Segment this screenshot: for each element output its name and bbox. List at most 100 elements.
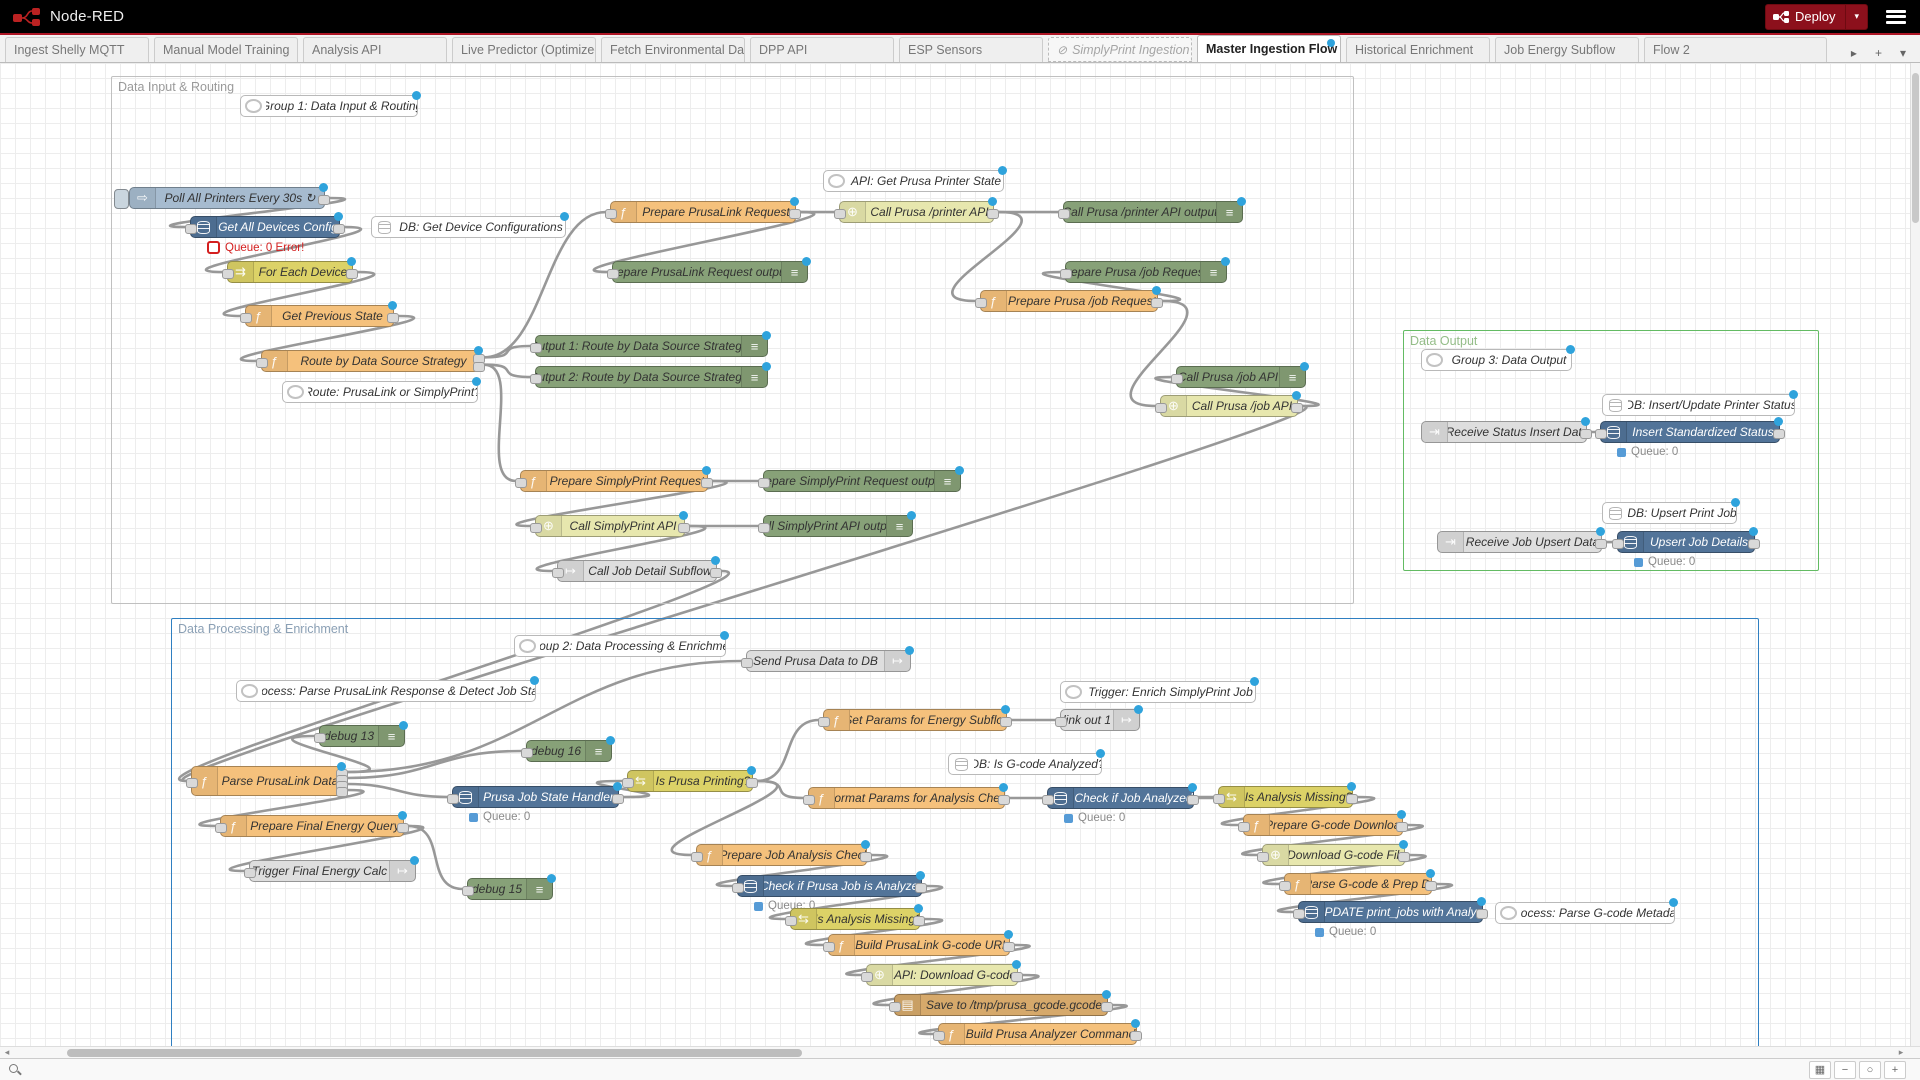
input-port[interactable]: [1595, 429, 1607, 439]
wire[interactable]: [918, 1003, 1128, 1036]
node-api-download-g-code[interactable]: ⊕API: Download G-code: [861, 960, 1023, 986]
node-group-1-data-input-routing[interactable]: Group 1: Data Input & Routing: [240, 91, 421, 117]
node-poll-all-printers-every-30s[interactable]: ⇨Poll All Printers Every 30s ↻: [114, 183, 330, 209]
group-data-input-routing[interactable]: Data Input & Routing: [111, 76, 1354, 604]
wire[interactable]: [482, 210, 608, 359]
wire[interactable]: [768, 884, 944, 921]
input-port[interactable]: [605, 209, 617, 219]
input-port[interactable]: [1257, 852, 1269, 862]
output-port[interactable]: [473, 361, 485, 372]
tab-manual-model-training[interactable]: Manual Model Training: [154, 37, 298, 62]
node-receive-status-insert-data[interactable]: ⇥Receive Status Insert Data: [1421, 417, 1592, 443]
input-port[interactable]: [1612, 539, 1624, 549]
wire[interactable]: [872, 973, 1040, 1007]
output-port[interactable]: [915, 883, 927, 893]
tab-fetch-environmental-data[interactable]: Fetch Environmental Data: [601, 37, 745, 62]
input-port[interactable]: [889, 1002, 901, 1012]
group-data-output[interactable]: Data Output: [1403, 330, 1819, 571]
wire[interactable]: [345, 749, 524, 780]
node-download-g-code-file[interactable]: ⊕Download G-code File: [1257, 840, 1410, 866]
input-port[interactable]: [1155, 403, 1167, 413]
wire[interactable]: [1241, 823, 1424, 857]
wire[interactable]: [515, 479, 728, 528]
input-port[interactable]: [758, 523, 770, 533]
wire[interactable]: [345, 659, 744, 774]
horizontal-scroll-thumb[interactable]: [67, 1049, 802, 1057]
tab-master-ingestion-flow[interactable]: Master Ingestion Flow: [1197, 35, 1341, 62]
input-port[interactable]: [530, 523, 542, 533]
node-api-get-prusa-printer-state[interactable]: API: Get Prusa Printer State: [823, 166, 1007, 192]
wire[interactable]: [1262, 853, 1427, 886]
node-prepare-simplyprint-request-output[interactable]: Prepare SimplyPrint Request output≡: [758, 466, 964, 492]
input-port[interactable]: [1042, 795, 1054, 805]
input-port[interactable]: [691, 852, 703, 862]
node-db-is-g-code-analyzed[interactable]: DB: Is G-code Analyzed?: [948, 749, 1105, 775]
tab-job-energy-subflow[interactable]: Job Energy Subflow: [1495, 37, 1639, 62]
wire[interactable]: [535, 524, 707, 573]
node-for-each-device[interactable]: ⇉For Each Device: [222, 257, 358, 283]
node-call-prusa-job-api[interactable]: ⊕Call Prusa /job API: [1155, 391, 1303, 417]
wire[interactable]: [1129, 299, 1189, 408]
tab-scroll-right-icon[interactable]: ▸: [1850, 46, 1857, 60]
output-port[interactable]: [710, 568, 722, 578]
output-port[interactable]: [1476, 909, 1488, 919]
zoom-in-button[interactable]: +: [1884, 1060, 1906, 1079]
tab-dpp-api[interactable]: DPP API: [750, 37, 894, 62]
node-output-2-route-by-data-source-strategy[interactable]: Output 2: Route by Data Source Strategy≡: [530, 362, 771, 388]
vertical-scrollbar[interactable]: [1910, 63, 1920, 1046]
input-port[interactable]: [861, 972, 873, 982]
output-port[interactable]: [1011, 972, 1023, 982]
output-port[interactable]: [998, 795, 1010, 805]
wire[interactable]: [228, 824, 425, 873]
node-group-3-data-output[interactable]: Group 3: Data Output: [1421, 345, 1575, 371]
zoom-out-button[interactable]: −: [1834, 1060, 1856, 1079]
node-save-to-tmp-prusa-gcode-gcode[interactable]: ▤Save to /tmp/prusa_gcode.gcode: [889, 990, 1113, 1016]
node-is-prusa-printing[interactable]: ⇆Is Prusa Printing?: [622, 766, 758, 792]
tab-analysis-api[interactable]: Analysis API: [303, 37, 447, 62]
node-link-out-1[interactable]: link out 1↦: [1055, 705, 1143, 731]
input-port[interactable]: [975, 298, 987, 308]
input-port[interactable]: [215, 823, 227, 833]
input-port[interactable]: [447, 794, 459, 804]
output-port[interactable]: [987, 209, 999, 219]
input-port[interactable]: [741, 658, 753, 668]
input-port[interactable]: [314, 733, 326, 743]
wire[interactable]: [951, 210, 1023, 303]
output-port[interactable]: [1346, 794, 1358, 804]
output-port[interactable]: [1580, 429, 1592, 439]
wire[interactable]: [595, 779, 651, 799]
wire[interactable]: [345, 782, 450, 799]
input-port[interactable]: [758, 478, 770, 488]
node-send-prusa-data-to-db[interactable]: Send Prusa Data to DB↦: [741, 646, 914, 672]
tab-live-predictor-optimized[interactable]: Live Predictor (Optimized): [452, 37, 596, 62]
input-port[interactable]: [1060, 269, 1072, 279]
output-port[interactable]: [387, 313, 399, 323]
output-port[interactable]: [612, 794, 624, 804]
input-port[interactable]: [1279, 881, 1291, 891]
horizontal-scrollbar[interactable]: ◂ ▸: [0, 1046, 1920, 1058]
input-port[interactable]: [1213, 794, 1225, 804]
wire[interactable]: [1276, 882, 1454, 914]
input-port[interactable]: [834, 209, 846, 219]
wire[interactable]: [168, 196, 347, 229]
group-data-processing-enrichment[interactable]: Data Processing & Enrichment: [171, 618, 1759, 1046]
search-icon[interactable]: [8, 1063, 22, 1077]
vertical-scroll-thumb[interactable]: [1912, 73, 1919, 223]
output-port[interactable]: [913, 916, 925, 926]
input-port[interactable]: [530, 374, 542, 384]
output-port[interactable]: [318, 195, 330, 205]
output-port[interactable]: [1003, 942, 1015, 952]
add-flow-button[interactable]: +: [1874, 46, 1882, 60]
output-port[interactable]: [1425, 881, 1437, 891]
input-port[interactable]: [803, 795, 815, 805]
deploy-button[interactable]: Deploy ▾: [1765, 3, 1868, 30]
